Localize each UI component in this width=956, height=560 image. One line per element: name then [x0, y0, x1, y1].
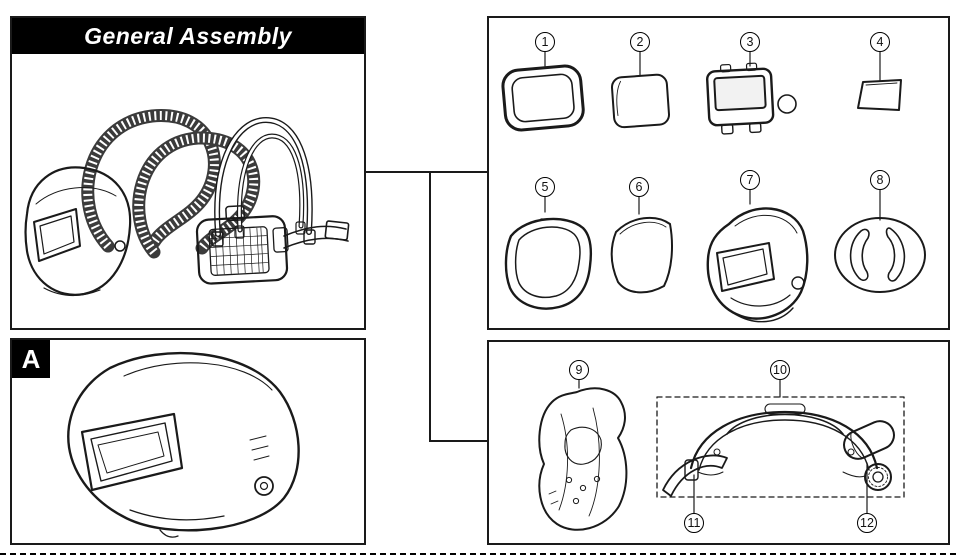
callout-1: 1 — [535, 32, 555, 52]
panel-connector-horizontal-bottom — [429, 440, 487, 442]
harness-straps-illustration — [211, 117, 316, 247]
part-9-illustration — [538, 387, 628, 531]
callout-2: 2 — [630, 32, 650, 52]
part-8-illustration — [834, 217, 926, 293]
part-5-illustration — [504, 217, 593, 310]
part-12-illustration — [843, 420, 895, 460]
parts-panel-lower: 9 10 11 12 — [487, 340, 950, 545]
callout-3: 3 — [740, 32, 760, 52]
callout-8: 8 — [870, 170, 890, 190]
detail-a-art — [67, 351, 300, 538]
part-10-illustration — [684, 403, 892, 491]
welding-helmet-illustration — [24, 166, 132, 297]
callout-6: 6 — [629, 177, 649, 197]
general-assembly-title: General Assembly — [84, 22, 292, 49]
part-7-illustration — [706, 207, 809, 323]
part-11-illustration — [662, 454, 728, 497]
parts-lower-art — [538, 379, 905, 531]
general-assembly-panel: General Assembly — [10, 16, 366, 330]
page-bottom-cut-line — [0, 553, 956, 555]
part-6-illustration — [610, 216, 673, 294]
panel-connector-horizontal-top — [366, 171, 487, 173]
blower-unit-illustration — [195, 205, 350, 285]
part-4-illustration — [857, 79, 902, 111]
leader-lines-lower — [578, 379, 868, 514]
callout-12: 12 — [857, 513, 877, 533]
callout-9: 9 — [569, 360, 589, 380]
general-assembly-art — [24, 109, 350, 297]
detail-a-label: A — [21, 343, 41, 374]
parts-upper-art — [501, 51, 926, 323]
part-1-illustration — [501, 64, 585, 132]
callout-4: 4 — [870, 32, 890, 52]
callout-7: 7 — [740, 170, 760, 190]
callout-11: 11 — [684, 513, 704, 533]
general-assembly-title-bar: General Assembly — [12, 18, 364, 54]
panel-connector-vertical — [429, 171, 431, 442]
callout-10: 10 — [770, 360, 790, 380]
part-3-illustration — [705, 62, 797, 135]
detail-a-badge: A — [12, 340, 50, 378]
detail-a-panel: A — [10, 338, 366, 545]
headgear-dashed-box — [656, 396, 905, 498]
welding-helmet-a-illustration — [67, 351, 300, 538]
leader-lines-upper — [544, 51, 881, 221]
parts-panel-upper: 1 2 3 4 5 6 7 8 — [487, 16, 950, 330]
part-2-illustration — [610, 73, 671, 129]
callout-5: 5 — [535, 177, 555, 197]
